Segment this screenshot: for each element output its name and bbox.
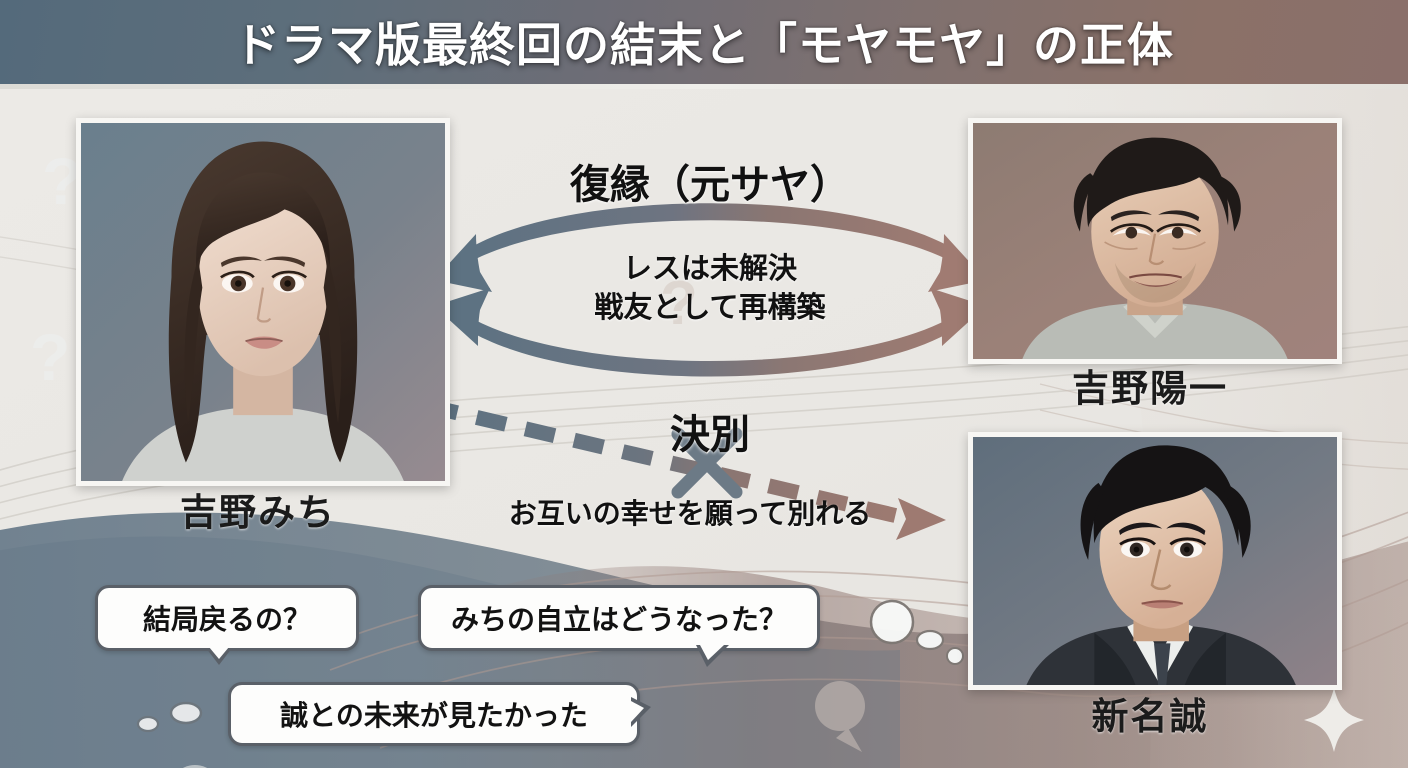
question-mark-decoration: ? — [30, 320, 70, 394]
speech-bubble-2-text: みちの自立はどうなった？ — [450, 604, 787, 635]
character-name-michi: 吉野みち — [180, 492, 336, 533]
reunion-title-label: 復縁（元サヤ） — [570, 163, 850, 207]
reunion-detail-label: レスは未解決 戦友として再構築 — [420, 250, 1000, 328]
header-banner: ドラマ版最終回の結末と「モヤモヤ」の正体 — [0, 0, 1408, 84]
bubble-tail-inner — [209, 647, 229, 659]
character-name-makoto: 新名誠 — [1091, 696, 1209, 737]
woman-portrait-photo — [81, 123, 445, 481]
bubble-tail-inner — [700, 645, 724, 660]
speech-bubble-1-text: 結局戻るの？ — [142, 604, 311, 635]
relationship-arrows — [426, 203, 986, 540]
header-underline — [0, 84, 1408, 89]
character-name-yoichi: 吉野陽一 — [1072, 368, 1228, 409]
speech-bubble-1[interactable]: 結局戻るの？ — [95, 585, 359, 665]
separation-title-label: 決別 — [670, 413, 750, 457]
speech-bubble-2[interactable]: みちの自立はどうなった？ — [418, 585, 820, 667]
page-title: ドラマ版最終回の結末と「モヤモヤ」の正体 — [234, 19, 1174, 71]
reunion-detail-line2: 戦友として再構築 — [594, 292, 826, 324]
question-mark-decoration: ? — [660, 269, 698, 338]
portrait-card-makoto[interactable] — [968, 432, 1342, 690]
portrait-card-michi[interactable] — [76, 118, 450, 486]
x-cross-icon — [671, 427, 743, 499]
bubble-tail-inner — [631, 701, 644, 722]
speech-bubble-3-text: 誠との未来が見たかった — [280, 700, 588, 731]
reunion-detail-line1: レスは未解決 — [622, 253, 797, 285]
portrait-card-yoichi[interactable] — [968, 118, 1342, 364]
smiling-man-portrait-photo — [973, 123, 1337, 359]
separation-detail-label: お互いの幸せを願って別れる — [508, 498, 872, 529]
serious-man-suit-portrait-photo — [973, 437, 1337, 685]
sparkle-icon — [1304, 688, 1364, 752]
speech-bubble-3[interactable]: 誠との未来が見たかった — [228, 682, 651, 746]
separation-arrow — [426, 398, 946, 540]
question-mark-decoration: ? — [42, 144, 82, 218]
